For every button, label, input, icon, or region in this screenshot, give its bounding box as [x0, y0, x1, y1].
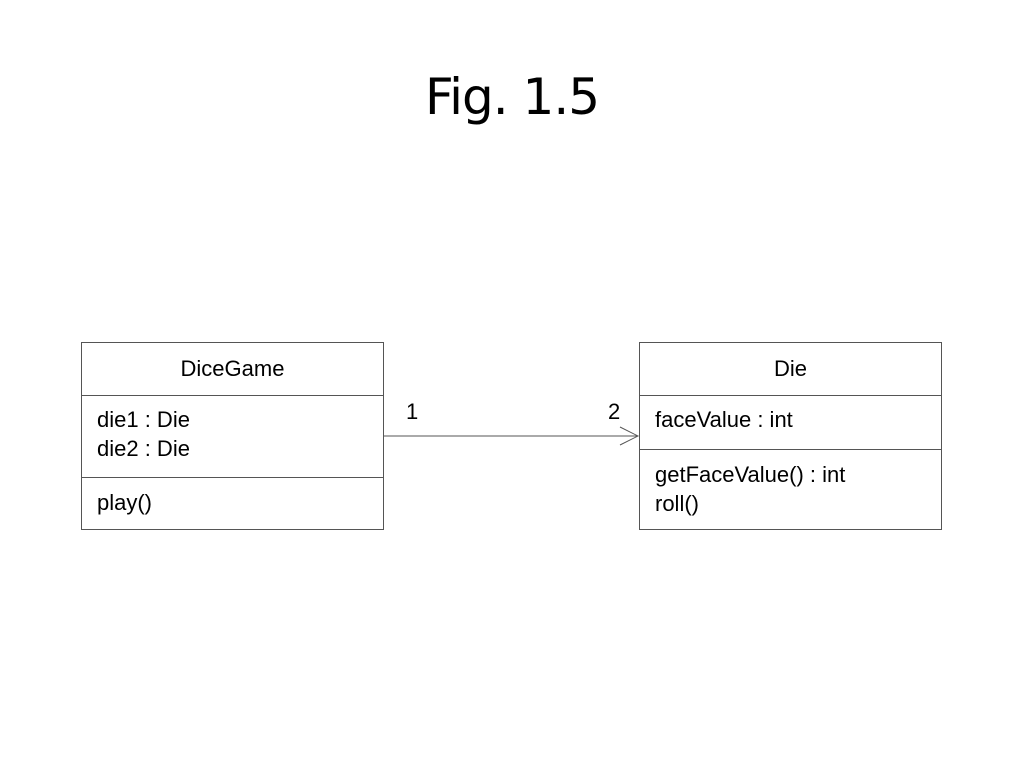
operation: play(): [97, 490, 153, 515]
attribute: faceValue : int: [655, 407, 793, 432]
source-multiplicity: 1: [406, 399, 419, 424]
operation: roll(): [655, 491, 699, 516]
class-box-dicegame: DiceGame die1 : Die die2 : Die play(): [81, 342, 384, 530]
attributes-compartment: faceValue : int: [640, 396, 941, 450]
operations-compartment: play(): [82, 478, 383, 529]
attribute: die1 : Die: [97, 407, 190, 432]
operations-compartment: getFaceValue() : int roll(): [640, 450, 941, 529]
class-name: Die: [640, 343, 941, 396]
target-multiplicity: 2: [608, 399, 621, 424]
slide-title: Fig. 1.5: [424, 68, 600, 126]
class-name: DiceGame: [82, 343, 383, 396]
navigability-arrowhead-icon: [619, 426, 640, 446]
operation: getFaceValue() : int: [655, 462, 846, 487]
attribute: die2 : Die: [97, 436, 190, 461]
class-box-die: Die faceValue : int getFaceValue() : int…: [639, 342, 942, 530]
attributes-compartment: die1 : Die die2 : Die: [82, 396, 383, 478]
